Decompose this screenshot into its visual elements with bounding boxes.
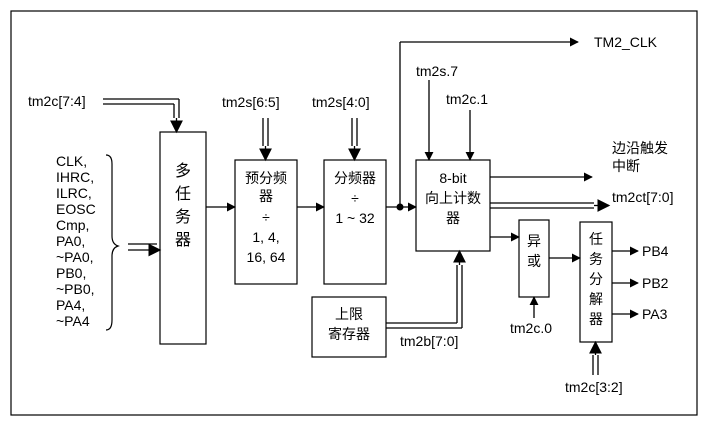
bound-register-block: [311, 296, 387, 358]
svg-text:÷: ÷: [351, 190, 359, 206]
svg-text:IHRC,: IHRC,: [56, 169, 94, 185]
demux-block: [579, 221, 613, 343]
outer-frame: [10, 10, 698, 416]
svg-text:解: 解: [589, 291, 603, 307]
svg-text:~PB0,: ~PB0,: [56, 281, 95, 297]
source-brace: [105, 154, 120, 331]
svg-text:Cmp,: Cmp,: [56, 217, 89, 233]
clock-source-list: CLK, IHRC, ILRC, EOSC Cmp, PA0, ~PA0, PB…: [56, 153, 96, 329]
divider-label: 分频器 ÷ 1 ~ 32: [334, 170, 376, 226]
svg-text:异: 异: [527, 233, 541, 249]
svg-text:PB0,: PB0,: [56, 265, 86, 281]
pin-label-pb4: PB4: [642, 243, 669, 259]
svg-text:1, 4,: 1, 4,: [252, 229, 279, 245]
xor-label: 异 或: [527, 233, 541, 269]
edge-select-label: tm2s.7: [416, 63, 458, 79]
edge-interrupt-label: 中断: [612, 158, 640, 174]
bound-reg-label: tm2b[7:0]: [400, 333, 458, 349]
svg-text:寄存器: 寄存器: [328, 326, 370, 342]
pin-label-pb2: PB2: [642, 275, 669, 291]
svg-text:任: 任: [175, 185, 191, 203]
svg-text:~PA4: ~PA4: [56, 313, 90, 329]
svg-text:8-bit: 8-bit: [439, 170, 466, 186]
mux-block: [159, 131, 207, 345]
svg-text:CLK,: CLK,: [56, 153, 87, 169]
mux-label: 多 任 务 器: [175, 162, 191, 249]
svg-text:务: 务: [175, 208, 191, 226]
svg-text:向上计数: 向上计数: [425, 190, 481, 206]
svg-text:分频器: 分频器: [334, 170, 376, 186]
svg-text:ILRC,: ILRC,: [56, 185, 92, 201]
pin-label-pa3: PA3: [642, 306, 668, 322]
counter-value-label: tm2ct[7:0]: [612, 189, 673, 205]
counter-ctrl-label: tm2c.1: [446, 91, 488, 107]
svg-text:器: 器: [446, 210, 460, 226]
prescaler-block: [234, 159, 298, 285]
demux-label: 任 务 分 解 器: [589, 231, 603, 327]
bound-register-label: 上限 寄存器: [328, 306, 370, 342]
svg-text:1 ~ 32: 1 ~ 32: [335, 210, 375, 226]
divider-select-label: tm2s[4:0]: [312, 94, 370, 110]
mux-select-label: tm2c[7:4]: [28, 93, 86, 109]
svg-text:预分频: 预分频: [245, 170, 287, 186]
svg-text:PA4,: PA4,: [56, 297, 85, 313]
xor-input-label: tm2c.0: [510, 320, 552, 336]
edge-interrupt-label: 边沿触发: [612, 140, 668, 156]
svg-text:EOSC: EOSC: [56, 201, 96, 217]
tm2-clk-label: TM2_CLK: [594, 34, 658, 50]
svg-text:÷: ÷: [262, 209, 270, 225]
svg-text:~PA0,: ~PA0,: [56, 249, 94, 265]
svg-text:多: 多: [175, 162, 191, 180]
svg-text:16, 64: 16, 64: [247, 249, 286, 265]
svg-text:器: 器: [589, 311, 603, 327]
svg-text:务: 务: [589, 251, 603, 267]
svg-text:器: 器: [175, 231, 191, 249]
svg-text:或: 或: [527, 253, 541, 269]
svg-text:PA0,: PA0,: [56, 233, 85, 249]
prescaler-label: 预分频 器 ÷ 1, 4, 16, 64: [245, 170, 287, 265]
counter-label: 8-bit 向上计数 器: [425, 170, 481, 226]
output-select-label: tm2c[3:2]: [565, 379, 623, 395]
svg-text:上限: 上限: [335, 306, 363, 322]
svg-text:分: 分: [589, 271, 603, 287]
prescaler-select-label: tm2s[6:5]: [222, 94, 280, 110]
svg-text:任: 任: [589, 231, 603, 247]
svg-text:器: 器: [259, 188, 273, 204]
